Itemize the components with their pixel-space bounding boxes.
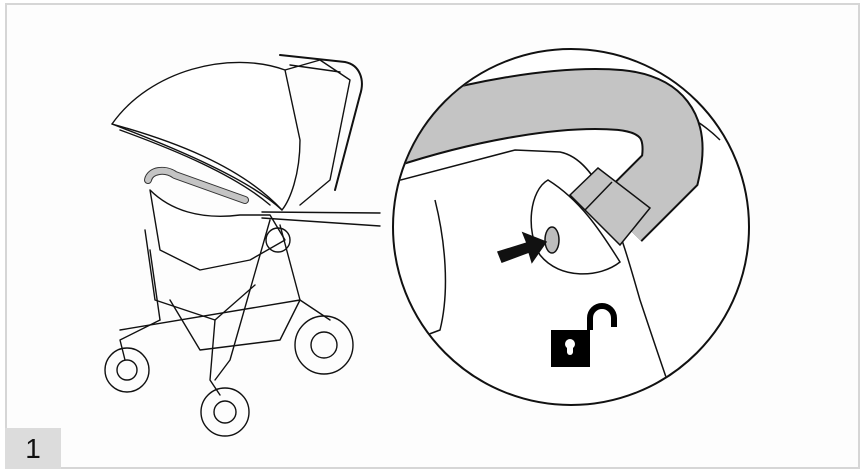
step-number: 1 xyxy=(25,432,41,464)
step-number-badge: 1 xyxy=(5,428,61,469)
detail-callout xyxy=(392,48,750,406)
unlocked-padlock-icon xyxy=(551,303,617,367)
